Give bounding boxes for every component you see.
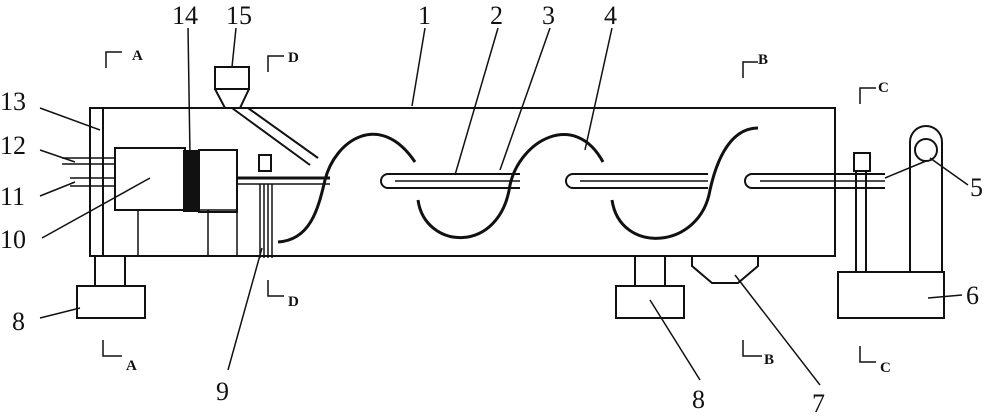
leader-4 (584, 27, 613, 151)
label-10: 10 (0, 225, 26, 254)
label-5: 5 (970, 173, 983, 202)
discharge-outlet (691, 255, 759, 284)
label-14: 14 (172, 1, 198, 30)
hopper-funnel (214, 88, 250, 109)
left-support-stem (94, 255, 126, 287)
spiral-blade (277, 132, 417, 244)
leader-10 (41, 177, 151, 239)
right-support-foot (615, 285, 685, 319)
label-8b: 8 (692, 385, 705, 414)
hopper-chute-1 (231, 107, 311, 166)
left-support-foot (76, 285, 146, 319)
section-mark-A-top (105, 51, 122, 68)
inlet-hopper (214, 66, 250, 90)
leader-14 (187, 27, 191, 156)
leader-13 (39, 107, 101, 131)
right-base (837, 271, 945, 319)
label-3: 3 (542, 1, 555, 30)
section-mark-B-top (742, 61, 758, 78)
hopper-chute-2 (247, 107, 319, 159)
label-8a: 8 (12, 307, 25, 336)
heating-element-2 (565, 173, 708, 189)
label-7: 7 (812, 389, 825, 416)
section-mark-D-bot (267, 280, 284, 297)
leader-11 (39, 181, 76, 197)
leader-9 (227, 247, 263, 371)
right-bearing (853, 152, 871, 172)
right-support-stem (634, 255, 666, 287)
section-B-bot: B (764, 352, 774, 368)
section-C-top: C (878, 80, 889, 96)
section-D-bot: D (288, 294, 299, 310)
section-mark-B-bot (742, 340, 762, 357)
label-9: 9 (216, 377, 229, 406)
motor-base (137, 209, 209, 257)
spiral-blade-2 (416, 133, 605, 240)
leader-2 (454, 27, 499, 176)
heating-element-3 (744, 173, 885, 189)
spiral-blade-3 (610, 126, 759, 240)
coupling (183, 150, 199, 212)
label-6: 6 (966, 281, 979, 310)
label-11: 11 (0, 182, 25, 211)
heating-element-1 (380, 173, 520, 189)
leader-5 (929, 157, 969, 186)
label-15: 15 (226, 1, 252, 30)
section-C-bot: C (880, 360, 891, 376)
leader-6 (927, 294, 963, 299)
label-12: 12 (0, 131, 26, 160)
section-A-top: A (132, 48, 143, 64)
section-mark-C-top (859, 87, 876, 104)
label-2: 2 (490, 1, 503, 30)
section-A-bot: A (126, 358, 137, 374)
section-mark-C-bot (859, 346, 876, 363)
section-D-top: D (288, 50, 299, 66)
leader-12 (39, 149, 76, 163)
leader-15 (231, 27, 237, 68)
label-4: 4 (604, 1, 617, 30)
section-mark-A-bot (102, 340, 122, 357)
leader-7 (734, 274, 821, 386)
drive-belt (884, 160, 927, 179)
leader-1 (411, 27, 426, 107)
left-bearing (258, 154, 272, 172)
gearbox (198, 149, 238, 213)
leader-3 (499, 27, 551, 171)
drive-pulley (914, 138, 938, 162)
drive-head (909, 125, 943, 272)
leader-8a (39, 307, 81, 319)
label-13: 13 (0, 87, 26, 116)
label-1: 1 (418, 1, 431, 30)
section-B-top: B (758, 52, 768, 68)
section-mark-D-top (267, 55, 284, 72)
motor (114, 147, 186, 211)
leader-8b (649, 299, 701, 381)
